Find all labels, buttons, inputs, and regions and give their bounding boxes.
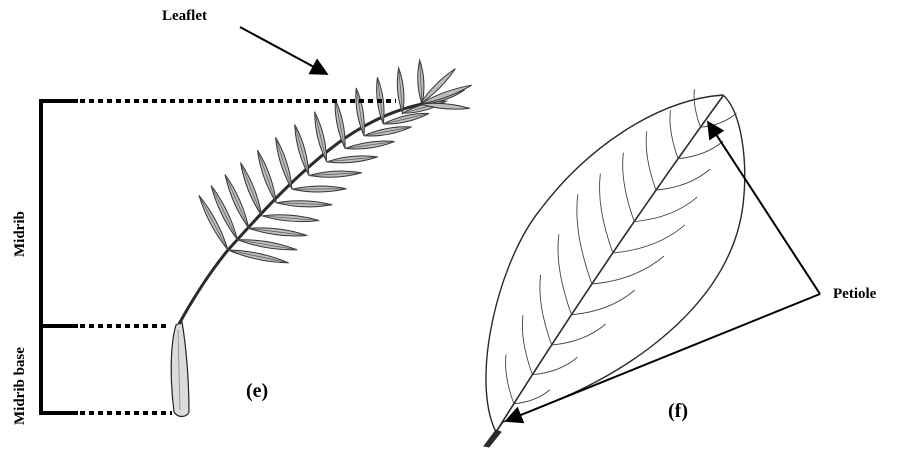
leaflet-label: Leaflet bbox=[162, 8, 207, 25]
frond-leaflet-vein bbox=[315, 112, 327, 162]
frond-leaflet-vein bbox=[295, 124, 309, 175]
frond-drawing bbox=[171, 60, 471, 416]
frond-leaflet-vein bbox=[228, 250, 289, 263]
midrib-base-label: Midrib base bbox=[12, 347, 29, 425]
midrib-label: Midrib bbox=[12, 211, 29, 257]
leaf-blade-shape bbox=[486, 95, 745, 432]
simple-leaf-drawing bbox=[484, 89, 745, 447]
frond-leaflet-vein bbox=[241, 163, 262, 216]
midrib-bracket bbox=[39, 101, 396, 414]
frond-leaflet-vein bbox=[276, 137, 292, 189]
petiole-label: Petiole bbox=[833, 286, 876, 303]
frond-leaflets bbox=[199, 60, 472, 263]
panel-f-label: (f) bbox=[668, 400, 688, 423]
panel-e-label: (e) bbox=[246, 380, 268, 403]
leaflet-arrow bbox=[240, 27, 327, 74]
frond-leaflet-vein bbox=[257, 150, 276, 203]
leaf-petiole-shape bbox=[484, 430, 501, 447]
frond-leaflet-vein bbox=[199, 195, 228, 250]
